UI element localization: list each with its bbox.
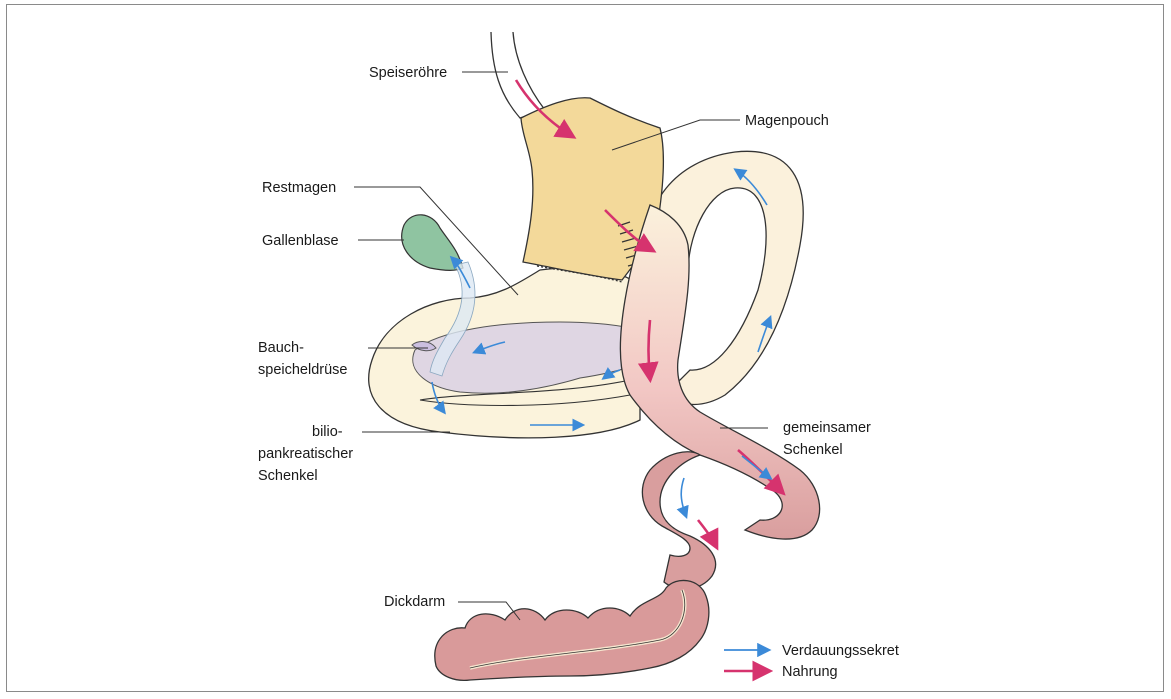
label-bauch-1: Bauch- — [258, 340, 304, 356]
legend-food-label: Nahrung — [782, 664, 838, 680]
label-bilio-3: Schenkel — [258, 468, 318, 484]
label-bilio-2: pankreatischer — [258, 446, 353, 462]
label-gemeinsamer-1: gemeinsamer — [783, 420, 871, 436]
label-bilio-1: bilio- — [312, 424, 343, 440]
label-magenpouch: Magenpouch — [745, 113, 829, 129]
label-gemeinsamer-2: Schenkel — [783, 442, 843, 458]
label-speiseroehre: Speiseröhre — [369, 65, 447, 81]
legend: Verdauungssekret Nahrung — [724, 643, 899, 680]
label-bauch-2: speicheldrüse — [258, 362, 347, 378]
small-intestine — [642, 452, 715, 589]
esophagus — [491, 32, 545, 118]
label-dickdarm: Dickdarm — [384, 594, 445, 610]
legend-secretion-label: Verdauungssekret — [782, 643, 899, 659]
gallbladder — [402, 215, 463, 271]
label-restmagen: Restmagen — [262, 180, 336, 196]
label-gallenblase: Gallenblase — [262, 233, 339, 249]
